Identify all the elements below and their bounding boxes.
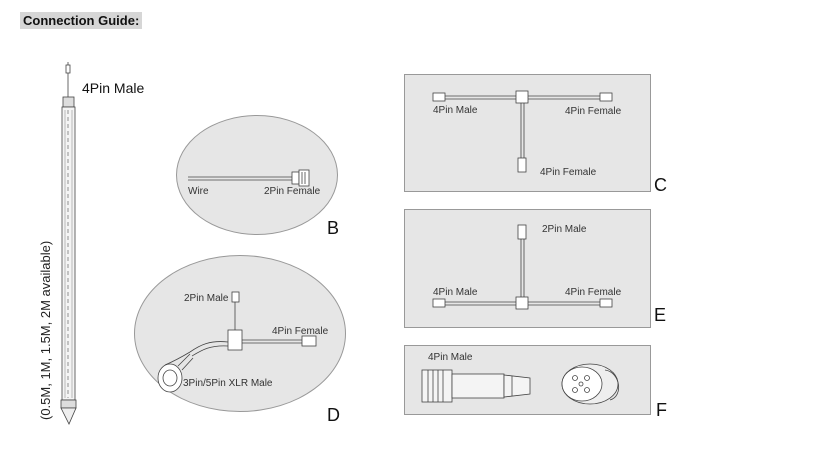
- panel-e-right-label: 4Pin Female: [565, 287, 622, 298]
- panel-c-letter: C: [654, 175, 667, 195]
- panel-c-right-label: 4Pin Female: [565, 106, 622, 117]
- panel-d-4pin-label: 4Pin Female: [272, 326, 329, 337]
- panel-c-bottom-label: 4Pin Female: [540, 167, 597, 178]
- panel-b-letter: B: [327, 218, 340, 238]
- panel-e-left-label: 4Pin Male: [433, 287, 478, 298]
- page-title: Connection Guide:: [20, 12, 143, 29]
- panel-f-label: 4Pin Male: [428, 352, 473, 363]
- panel-b-wire-label: Wire: [188, 186, 209, 197]
- panel-d-2pin-label: 2Pin Male: [184, 293, 229, 304]
- panel-d-xlr-label: 3Pin/5Pin XLR Male: [183, 378, 273, 389]
- panel-c-cable: [432, 90, 613, 173]
- panel-e-top-label: 2Pin Male: [542, 224, 587, 235]
- led-tube-drawing: [60, 62, 77, 425]
- panel-b-ellipse: [176, 115, 338, 235]
- panel-c-left-label: 4Pin Male: [433, 105, 478, 116]
- panel-b-connector-label: 2Pin Female: [264, 186, 321, 197]
- panel-e-letter: E: [654, 305, 667, 325]
- tube-connector-label: 4Pin Male: [82, 80, 145, 96]
- panel-b-cable: [188, 169, 310, 187]
- panel-d-letter: D: [327, 405, 340, 425]
- panel-e-cable: [432, 224, 613, 310]
- panel-f-letter: F: [656, 400, 667, 420]
- panel-d-cable: [157, 291, 317, 393]
- panel-f-connector: [421, 363, 619, 405]
- tube-length-note: (0.5M, 1M, 1.5M, 2M available): [38, 240, 53, 420]
